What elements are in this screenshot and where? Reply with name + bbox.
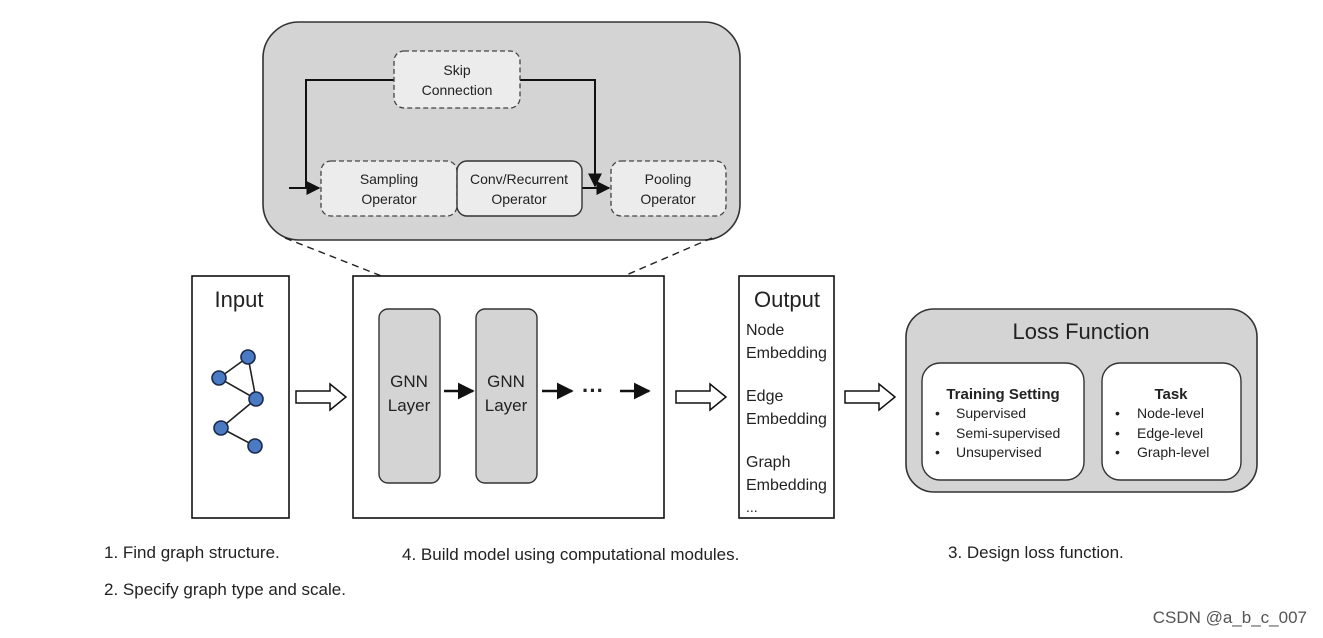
bullet-icon: • <box>1115 405 1120 421</box>
training-setting-item-unsupervised: Unsupervised <box>956 444 1042 460</box>
caption-step-4: 4. Build model using computational modul… <box>402 545 740 564</box>
watermark: CSDN @a_b_c_007 <box>1152 608 1307 627</box>
model-box: GNN Layer GNN Layer ··· <box>352 275 665 519</box>
loss-function-title: Loss Function <box>1013 319 1150 344</box>
output-node-label-1: Node <box>746 322 784 339</box>
hollow-arrow-model-to-output <box>675 382 728 412</box>
input-box: Input <box>191 275 290 519</box>
skip-connection-label-1: Skip <box>443 62 470 78</box>
task-item-node-level: Node-level <box>1137 405 1204 421</box>
hollow-arrow-input-to-model <box>295 382 348 412</box>
task-box: Task • Node-level • Edge-level • Graph-l… <box>1101 362 1242 481</box>
caption-step-3: 3. Design loss function. <box>948 543 1124 562</box>
task-item-graph-level: Graph-level <box>1137 444 1209 460</box>
output-box: Output Node Embedding Edge Embedding Gra… <box>738 275 835 519</box>
gnn-layer-2-label-1: GNN <box>487 372 525 391</box>
sampling-operator-box: Sampling Operator <box>320 160 458 217</box>
sampling-operator-label-1: Sampling <box>360 171 418 187</box>
gnn-layer-1-label-2: Layer <box>388 396 431 415</box>
task-title: Task <box>1154 386 1188 403</box>
loss-function-panel: Loss Function Training Setting • Supervi… <box>905 308 1258 493</box>
training-setting-item-supervised: Supervised <box>956 405 1026 421</box>
bullet-icon: • <box>1115 444 1120 460</box>
bullet-icon: • <box>935 444 940 460</box>
training-setting-title: Training Setting <box>946 386 1059 403</box>
gnn-layer-2-label-2: Layer <box>485 396 528 415</box>
output-graph-label-1: Graph <box>746 454 790 471</box>
bullet-icon: • <box>935 405 940 421</box>
output-more: ... <box>746 499 758 515</box>
bullet-icon: • <box>935 425 940 441</box>
output-node-label-2: Embedding <box>746 345 827 362</box>
training-setting-box: Training Setting • Supervised • Semi-sup… <box>921 362 1085 481</box>
skip-connection-line-right <box>519 79 602 188</box>
gnn-layer-2: GNN Layer <box>475 308 538 484</box>
pooling-operator-box: Pooling Operator <box>610 160 727 217</box>
hollow-arrow-output-to-loss <box>844 382 897 412</box>
output-edge-label-1: Edge <box>746 388 783 405</box>
conv-operator-label-1: Conv/Recurrent <box>470 171 568 187</box>
gnn-layer-1: GNN Layer <box>378 308 441 484</box>
conv-recurrent-operator-box: Conv/Recurrent Operator <box>456 160 583 217</box>
task-item-edge-level: Edge-level <box>1137 425 1203 441</box>
output-title: Output <box>754 287 820 312</box>
graph-icon <box>211 349 264 454</box>
bullet-icon: • <box>1115 425 1120 441</box>
output-graph-label-2: Embedding <box>746 477 827 494</box>
skip-connection-label-2: Connection <box>422 82 493 98</box>
caption-step-1: 1. Find graph structure. <box>104 543 280 562</box>
input-title: Input <box>215 287 264 312</box>
module-detail-panel: Skip Connection Sampling Operator Conv/R… <box>262 21 741 241</box>
skip-connection-box: Skip Connection <box>393 50 521 109</box>
skip-connection-line-left <box>305 79 394 188</box>
pooling-operator-label-1: Pooling <box>645 171 692 187</box>
training-setting-item-semi-supervised: Semi-supervised <box>956 425 1060 441</box>
conv-operator-label-2: Operator <box>491 191 547 207</box>
caption-step-2: 2. Specify graph type and scale. <box>104 580 346 599</box>
output-edge-label-2: Embedding <box>746 411 827 428</box>
gnn-layer-1-label-1: GNN <box>390 372 428 391</box>
pooling-operator-label-2: Operator <box>640 191 696 207</box>
sampling-operator-label-2: Operator <box>361 191 417 207</box>
more-layers-ellipsis: ··· <box>582 378 604 403</box>
